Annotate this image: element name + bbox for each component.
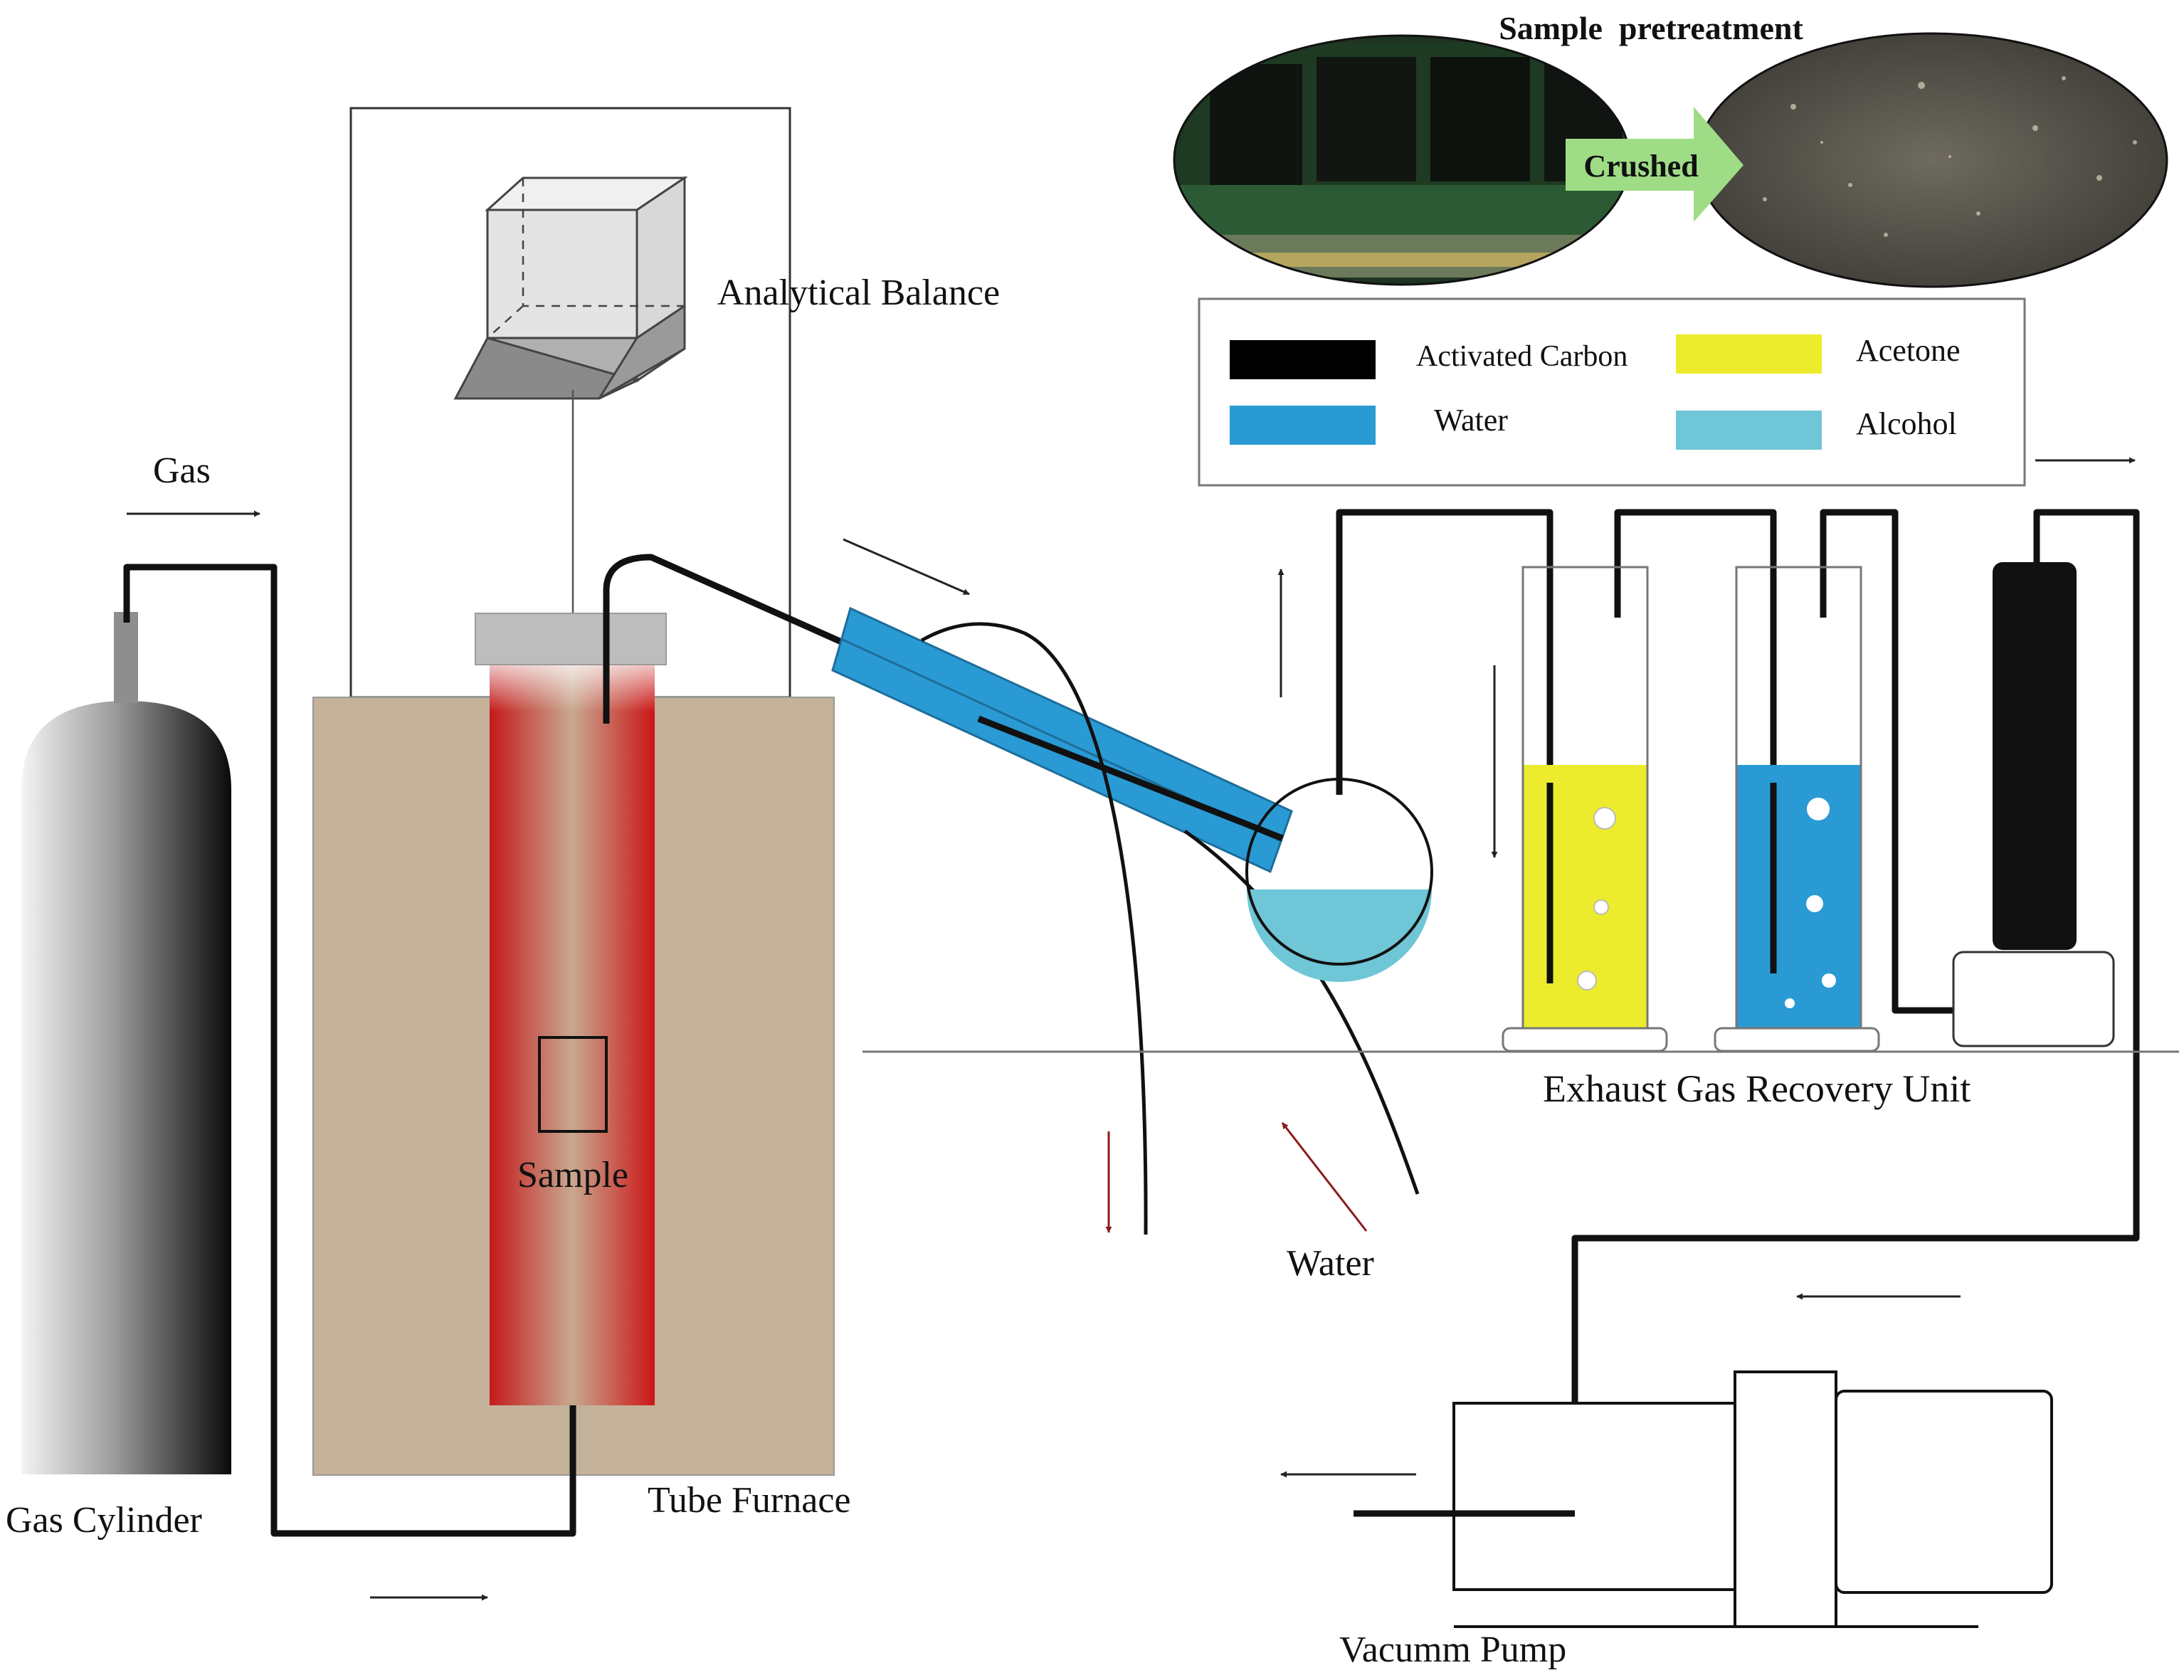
condenser-inner-pipe	[977, 715, 1284, 842]
legend-swatch-acetone	[1676, 334, 1822, 374]
cooling-water-outlet-tube	[920, 622, 1148, 1235]
furnace-tube-cap	[475, 613, 667, 665]
water-inflow-arrow	[1281, 1122, 1368, 1232]
cooling-water-inlet-tube	[1183, 829, 1420, 1195]
legend-label-alcohol: Alcohol	[1856, 406, 1957, 441]
legend-swatch-water	[1230, 406, 1376, 445]
legend: Activated Carbon Acetone Water Alcohol	[1198, 297, 2026, 487]
legend-label-activated-carbon: Activated Carbon	[1416, 340, 1628, 373]
furnace-tube	[490, 658, 655, 1405]
legend-label-water: Water	[1434, 403, 1508, 438]
analytical-balance-label: Analytical Balance	[717, 273, 1000, 313]
gas-cylinder-body	[21, 701, 231, 1474]
flow-arrow-condenser	[843, 538, 970, 596]
vacuum-pump-label: Vacumm Pump	[1339, 1629, 1566, 1670]
gas-inlet-pipe	[123, 564, 576, 1537]
tube-furnace-label: Tube Furnace	[648, 1480, 851, 1521]
gas-cylinder-label: Gas Cylinder	[6, 1500, 202, 1541]
crushed-arrow-shape	[1566, 107, 1743, 222]
acetone-wash-bottle	[1502, 566, 1668, 1052]
crushed-label: Crushed	[1583, 149, 1698, 184]
water-wash-bottle	[1714, 566, 1880, 1052]
legend-swatch-activated-carbon	[1230, 340, 1376, 379]
sample-label: Sample	[517, 1155, 628, 1195]
balance-icon	[453, 176, 688, 400]
exhaust-gas-recovery-unit-label: Exhaust Gas Recovery Unit	[1543, 1067, 1971, 1110]
legend-label-acetone: Acetone	[1856, 333, 1961, 368]
collection-flask	[1245, 778, 1433, 982]
gas-label: Gas	[153, 450, 211, 491]
pcb-image	[1173, 34, 1631, 286]
water-label: Water	[1287, 1243, 1374, 1284]
crushed-powder-image	[1696, 32, 2168, 288]
exhaust-line-1	[1336, 509, 1553, 983]
activated-carbon-column	[1952, 562, 2115, 1047]
furnace-outlet-pipe	[603, 554, 1284, 842]
exhaust-line-3	[1820, 509, 1956, 1014]
sample-holder	[538, 1036, 608, 1133]
gas-cylinder-valve	[114, 612, 138, 703]
furnace-tube-highlight	[490, 658, 655, 712]
condenser	[831, 606, 1293, 874]
exhaust-line-2	[1614, 509, 1777, 973]
vacuum-pump	[1452, 1370, 2053, 1628]
sample-pretreatment-title: Sample pretreatment	[1499, 10, 1803, 46]
legend-swatch-alcohol	[1676, 411, 1822, 450]
